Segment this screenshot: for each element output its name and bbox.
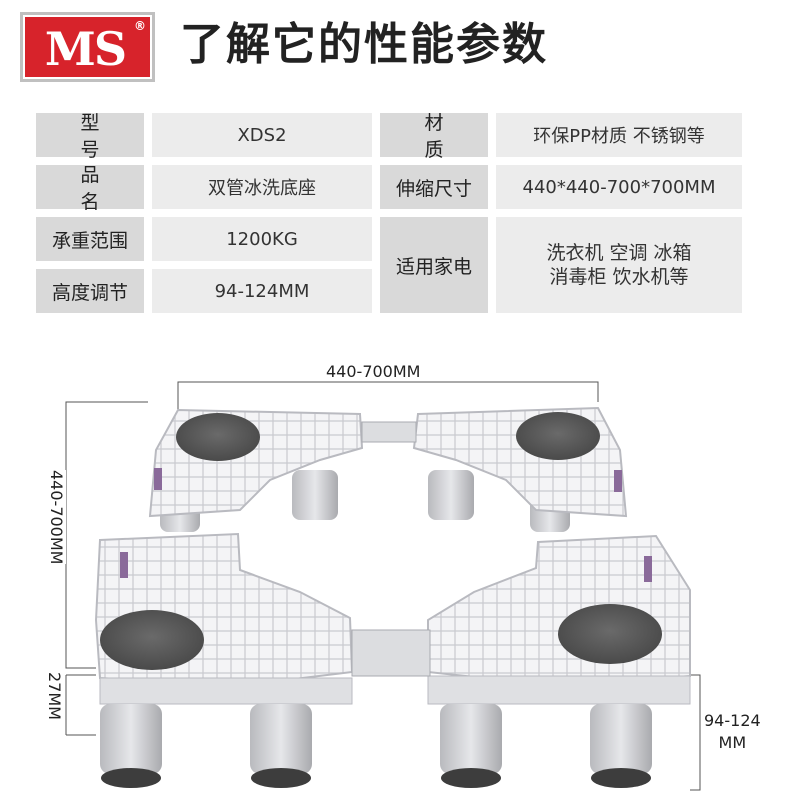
brand-logo: MS ®: [20, 12, 155, 82]
height-value: 94-124MM: [152, 269, 372, 313]
width-dimension-label: 440-700MM: [326, 362, 421, 381]
appliance-value: 洗衣机 空调 冰箱 消毒柜 饮水机等: [496, 217, 742, 313]
name-value: 双管冰洗底座: [152, 165, 372, 209]
material-label: 材 质: [380, 112, 488, 161]
front-left-module: [94, 532, 354, 705]
depth-dimension-line: [65, 401, 148, 669]
material-value: 环保PP材质 不锈钢等: [496, 113, 742, 157]
product-diagram: 440-700MM 440-700MM 27MM 94-124 MM: [0, 330, 800, 800]
height-dimension-label: 94-124 MM: [704, 710, 761, 754]
height-dimension-line-1: 94-124: [704, 711, 761, 730]
front-right-module: [427, 534, 691, 705]
load-value: 1200KG: [152, 217, 372, 261]
appliance-line-2: 消毒柜 饮水机等: [549, 266, 689, 288]
logo-text: MS: [44, 22, 127, 76]
appliance-label: 适用家电: [380, 217, 488, 313]
width-dimension-line: [177, 381, 599, 420]
front-legs: [100, 704, 652, 788]
model-label: 型 号: [36, 112, 144, 161]
slide-clips: [120, 468, 652, 582]
page-title: 了解它的性能参数: [180, 19, 548, 70]
appliance-line-1: 洗衣机 空调 冰箱: [546, 242, 692, 264]
thickness-dimension-line: [65, 674, 96, 736]
thickness-dimension-label: 27MM: [45, 672, 64, 720]
load-label: 承重范围: [36, 217, 144, 261]
size-value: 440*440-700*700MM: [496, 165, 742, 209]
depth-dimension-label: 440-700MM: [47, 470, 66, 565]
rear-telescopic-tube: [361, 421, 417, 443]
size-label: 伸缩尺寸: [380, 165, 488, 209]
front-telescopic-tube: [351, 629, 431, 677]
height-dimension-line: [690, 674, 701, 791]
height-label: 高度调节: [36, 269, 144, 313]
name-label: 品 名: [36, 164, 144, 213]
registered-mark: ®: [134, 19, 146, 33]
height-dimension-line-2: MM: [718, 733, 747, 752]
rear-right-module: [412, 406, 628, 518]
model-value: XDS2: [152, 113, 372, 157]
stand-illustration: [65, 381, 701, 791]
